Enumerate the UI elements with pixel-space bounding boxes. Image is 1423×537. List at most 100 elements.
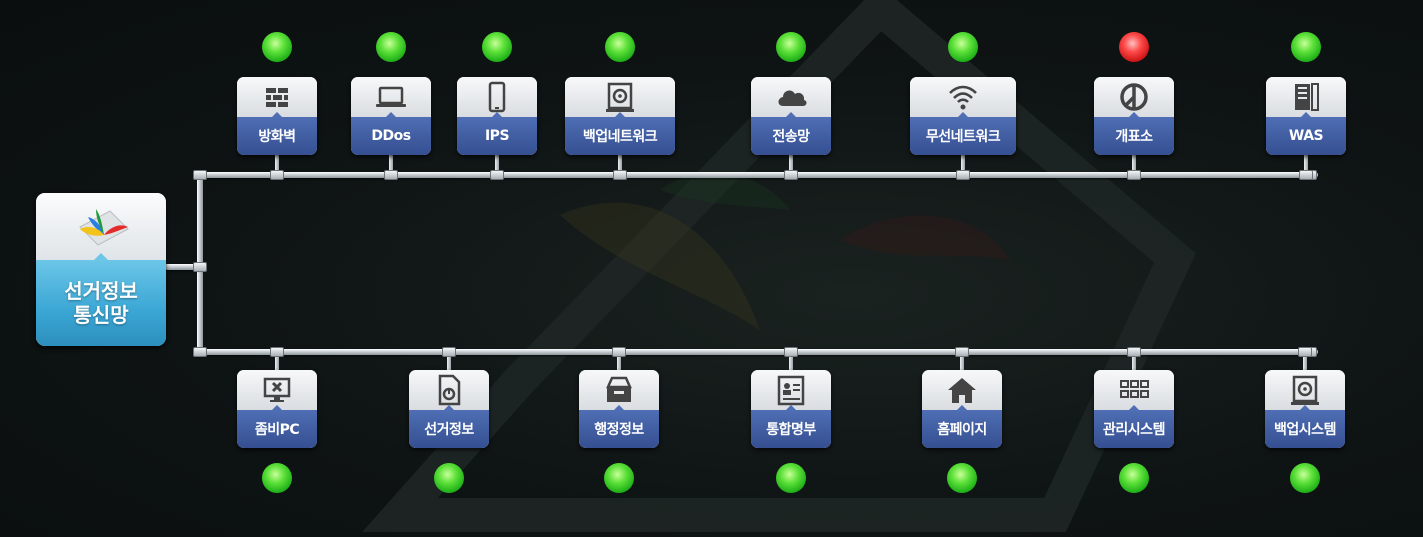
bus-joint [270,170,284,180]
bus-joint [193,170,207,180]
document-icon [438,374,461,406]
status-indicator [776,32,806,62]
bus-joint [956,170,970,180]
status-indicator [605,32,635,62]
bottom-node[interactable]: 백업시스템 [1265,370,1345,448]
node-label: IPS [457,112,537,155]
top-node[interactable]: DDos [351,77,431,155]
bus-joint [193,347,207,357]
status-indicator [262,32,292,62]
top-bus-line [193,172,1318,178]
status-indicator [434,463,464,493]
bottom-node[interactable]: 좀비PC [237,370,317,448]
status-indicator [482,32,512,62]
home-icon [948,378,976,403]
main-title-line2: 통신망 [73,303,129,327]
main-title-line1: 선거정보 [64,279,138,303]
bottom-node[interactable]: 행정정보 [579,370,659,448]
bus-joint [1127,170,1141,180]
id-card-icon [777,375,805,406]
bus-joint [1127,347,1141,357]
node-connector [618,155,622,172]
archive-icon [606,376,632,402]
server-icon [1295,83,1319,111]
node-label: 백업네트워크 [565,112,675,155]
node-connector [789,355,793,370]
top-node[interactable]: 개표소 [1094,77,1174,155]
status-indicator [1119,32,1149,62]
bus-joint [384,170,398,180]
counting-icon [1120,83,1148,111]
node-connector [961,155,965,172]
bus-joint [270,347,284,357]
backup-disk-icon [606,82,634,112]
node-label: WAS [1266,112,1346,155]
status-indicator [376,32,406,62]
node-label: 백업시스템 [1265,405,1345,448]
top-node[interactable]: 무선네트워크 [910,77,1016,155]
node-connector [1304,155,1308,172]
top-node[interactable]: 방화벽 [237,77,317,155]
node-label: 방화벽 [237,112,317,155]
status-indicator [948,32,978,62]
bus-joint [193,262,207,272]
firewall-icon [266,88,288,107]
top-node[interactable]: 백업네트워크 [565,77,675,155]
node-connector [1303,355,1307,370]
bus-joint [784,170,798,180]
grid-icon [1120,380,1149,398]
node-label: 전송망 [751,112,831,155]
bus-joint [490,170,504,180]
top-node[interactable]: WAS [1266,77,1346,155]
node-icon-area [351,77,431,117]
status-indicator [776,463,806,493]
node-icon-area [237,370,317,410]
cloud-icon [778,90,807,106]
status-indicator [1291,32,1321,62]
node-connector [789,155,793,172]
bus-joint [1298,347,1312,357]
node-label: 행정정보 [579,405,659,448]
zombie-pc-icon [263,377,291,402]
node-label: 관리시스템 [1094,405,1174,448]
node-connector [1132,355,1136,370]
bus-joint [442,347,456,357]
laptop-icon [376,86,406,107]
bottom-node[interactable]: 관리시스템 [1094,370,1174,448]
node-connector [1132,155,1136,172]
mobile-icon [488,81,506,113]
main-network-node[interactable]: 선거정보 통신망 [36,193,166,346]
status-indicator [1290,463,1320,493]
node-connector [617,355,621,370]
node-icon-area [910,77,1016,117]
node-label: 개표소 [1094,112,1174,155]
backup-disk-icon [1291,375,1319,405]
node-connector [447,355,451,370]
status-indicator [604,463,634,493]
main-connector-line [164,264,204,270]
wifi-icon [949,85,977,110]
bottom-node[interactable]: 통합명부 [751,370,831,448]
node-connector [275,355,279,370]
bottom-node[interactable]: 홈페이지 [922,370,1002,448]
node-connector [960,355,964,370]
node-label: 통합명부 [751,405,831,448]
top-node[interactable]: IPS [457,77,537,155]
node-connector [495,155,499,172]
status-indicator [1119,463,1149,493]
bus-joint [612,347,626,357]
bottom-node[interactable]: 선거정보 [409,370,489,448]
election-logo-icon [79,209,129,246]
node-label: 좀비PC [237,405,317,448]
bus-joint [613,170,627,180]
node-label: 선거정보 [409,405,489,448]
bus-joint [955,347,969,357]
bottom-bus-line [193,349,1318,355]
status-indicator [947,463,977,493]
top-node[interactable]: 전송망 [751,77,831,155]
status-indicator [262,463,292,493]
node-label: 홈페이지 [922,405,1002,448]
node-connector [275,155,279,172]
